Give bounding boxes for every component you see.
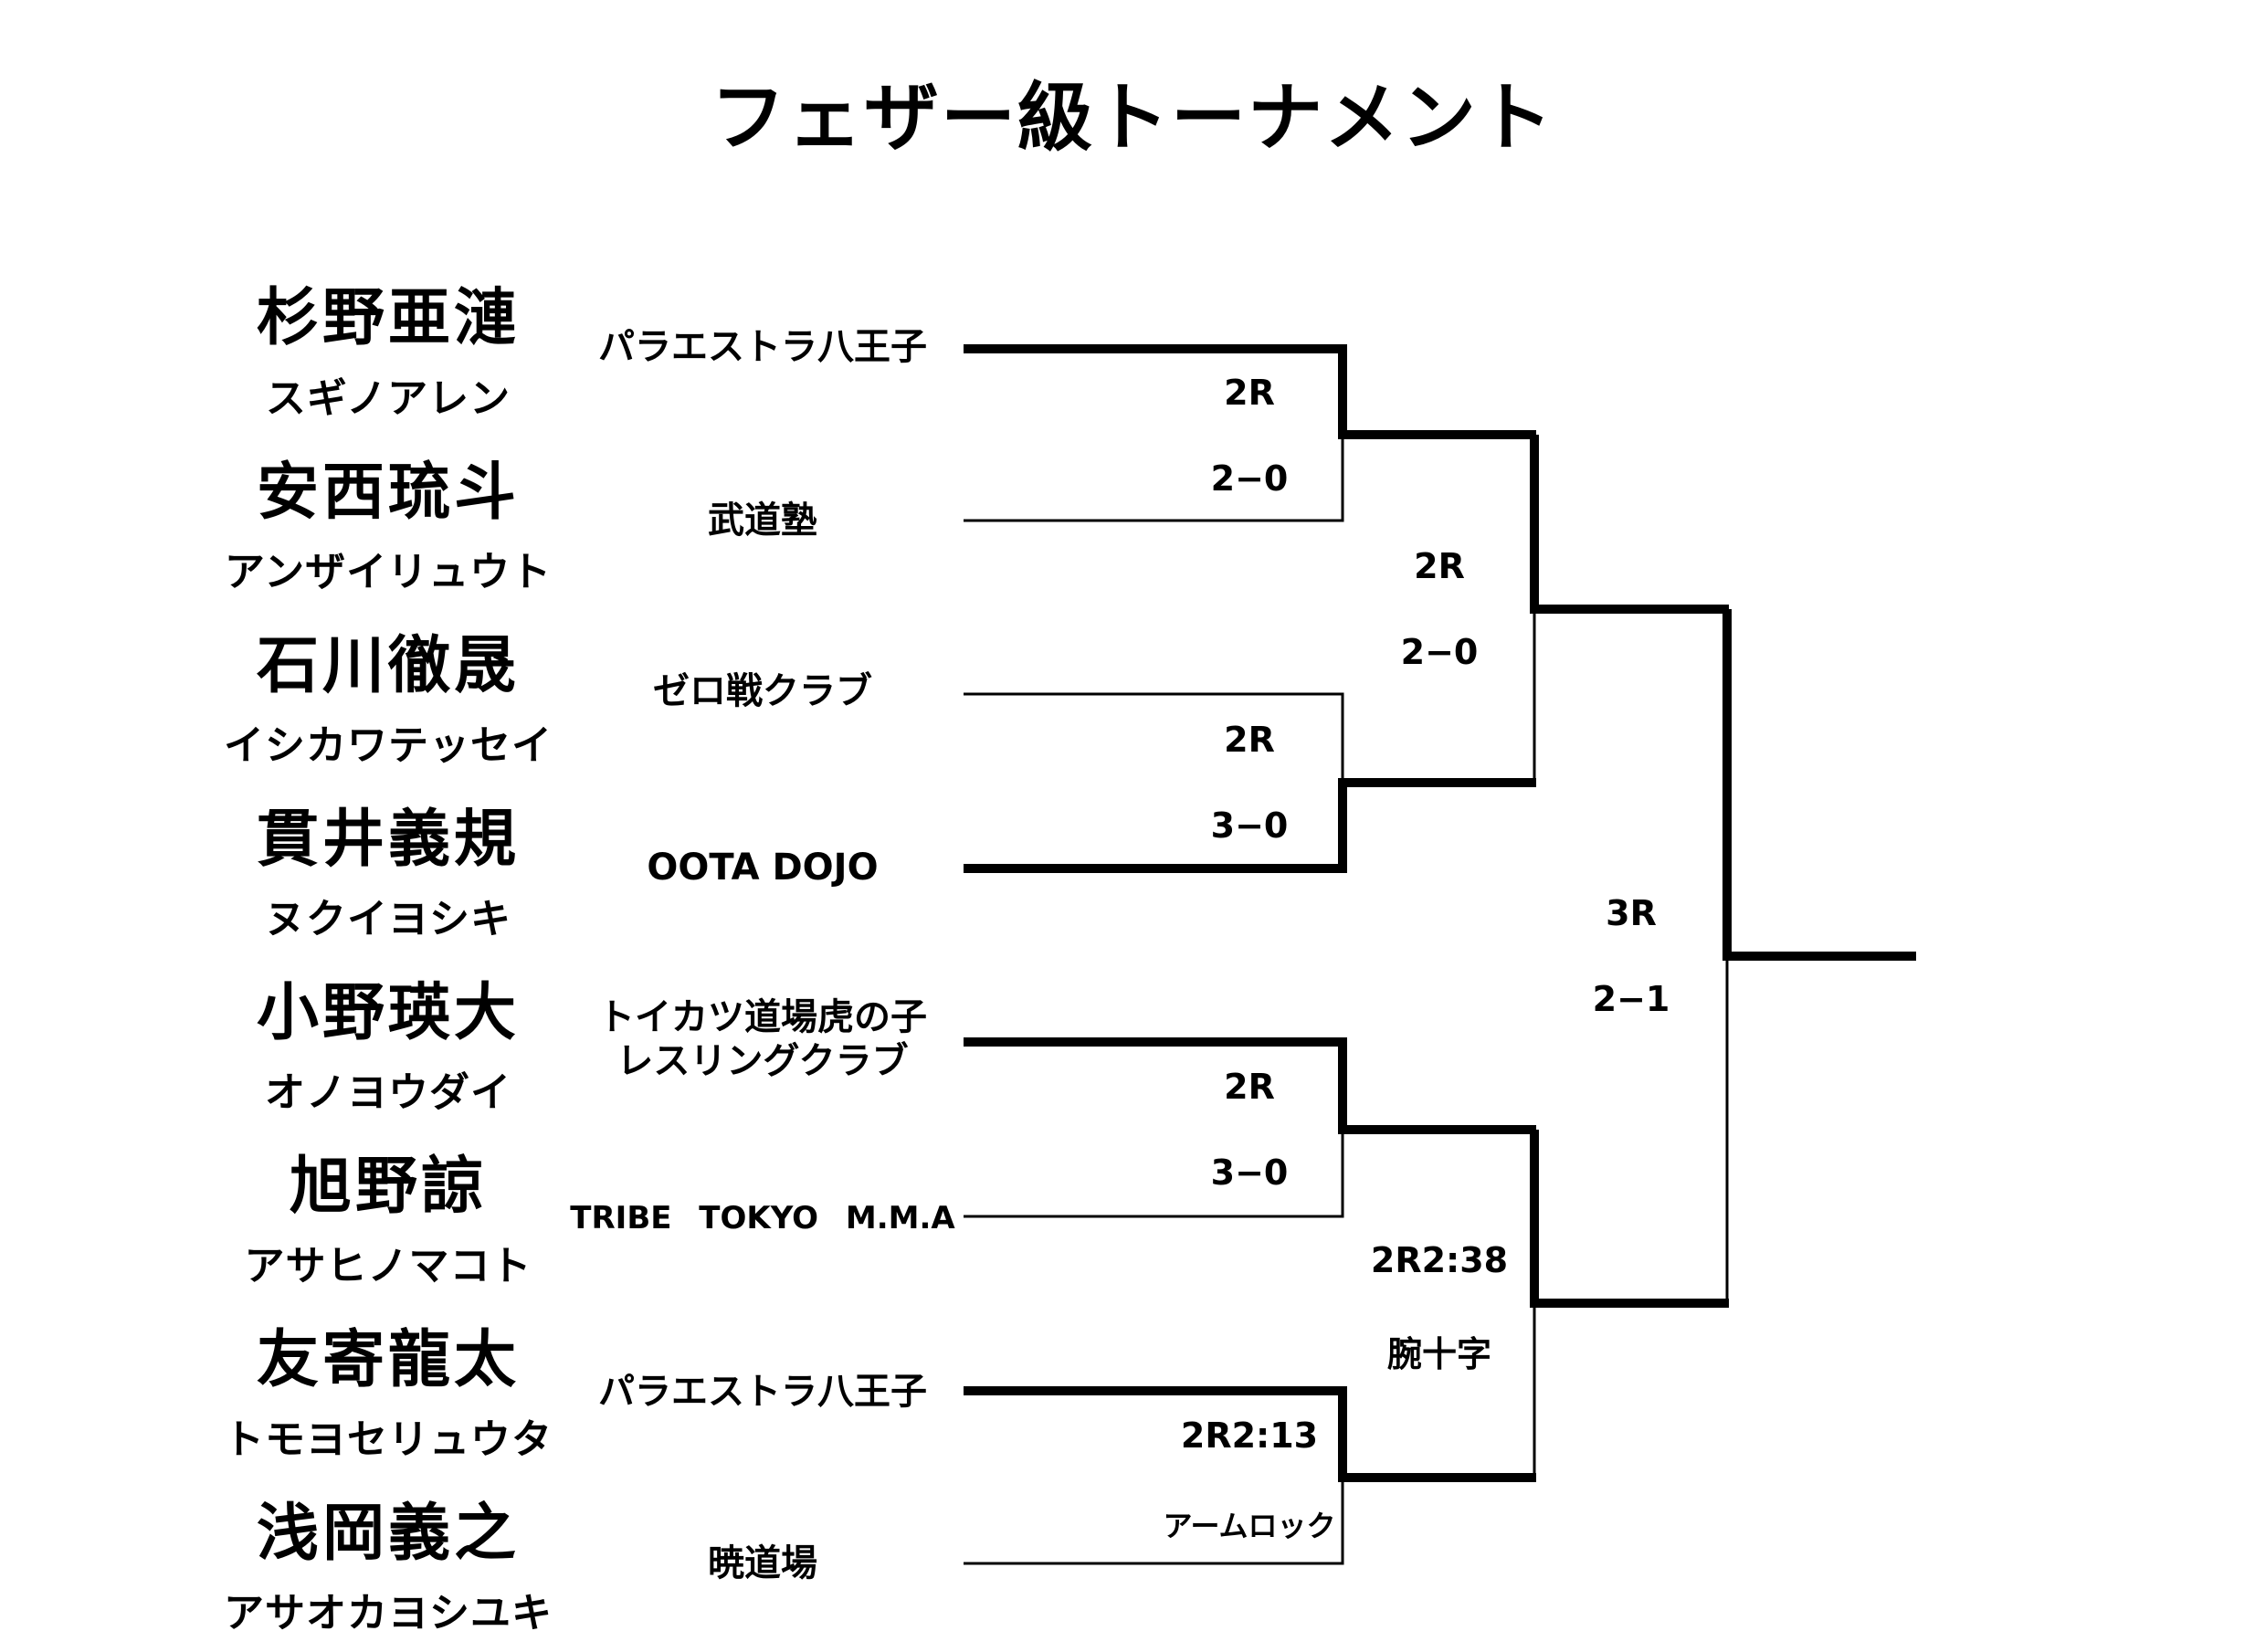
match-score: 腕十字 bbox=[1386, 1334, 1491, 1374]
competitor-kana: スギノアレン bbox=[265, 375, 511, 422]
line-q3-loser bbox=[964, 1130, 1344, 1218]
line-q4-loser bbox=[964, 1478, 1344, 1565]
competitor-name: 浅岡義之 bbox=[256, 1498, 520, 1570]
line-s1-winner bbox=[1530, 435, 1729, 614]
match-score: 2−0 bbox=[1210, 458, 1289, 499]
competitor-team: パラエストラ八王子 bbox=[598, 326, 927, 368]
competitor-kana: アサオカヨシユキ bbox=[224, 1590, 553, 1636]
competitor-team: TRIBE TOKYO M.M.A bbox=[570, 1200, 955, 1236]
competitor-name: 友寄龍太 bbox=[256, 1324, 520, 1396]
line-s2-winner bbox=[1530, 1130, 1729, 1308]
competitor-kana: イシカワテッセイ bbox=[224, 722, 553, 769]
match-round: 2R bbox=[1224, 373, 1275, 413]
competitor-name: 貫井義規 bbox=[256, 804, 520, 876]
competitor-kana: アンザイリュウト bbox=[224, 549, 553, 595]
match-score: 2−1 bbox=[1592, 979, 1670, 1019]
competitor-team: トイカツ道場虎の子 レスリングクラブ bbox=[566, 995, 959, 1083]
match-score: アームロック bbox=[1163, 1509, 1336, 1543]
page-title: フェザー級トーナメント bbox=[710, 75, 1554, 162]
match-round: 2R2:13 bbox=[1180, 1415, 1319, 1456]
competitor-team-line: トイカツ道場虎の子 bbox=[598, 996, 927, 1038]
competitor-name: 石川徹晟 bbox=[256, 630, 520, 702]
line-q2-winner bbox=[964, 778, 1536, 873]
match-score: 3−0 bbox=[1210, 1152, 1289, 1193]
competitor-team: OOTA DOJO bbox=[647, 847, 879, 889]
competitor-team: パラエストラ八王子 bbox=[598, 1371, 927, 1413]
match-round: 2R bbox=[1224, 720, 1275, 760]
line-q3-winner bbox=[964, 1037, 1536, 1134]
match-round: 2R bbox=[1224, 1067, 1275, 1107]
competitor-team: 武道塾 bbox=[708, 500, 817, 542]
line-q1-winner bbox=[964, 344, 1536, 439]
match-round: 3R bbox=[1606, 893, 1657, 933]
match-score: 3−0 bbox=[1210, 805, 1289, 846]
match-score: 2−0 bbox=[1400, 632, 1479, 672]
line-q1-loser bbox=[964, 435, 1344, 522]
match-round: 2R2:38 bbox=[1370, 1240, 1509, 1280]
competitor-name: 小野瑛大 bbox=[256, 977, 520, 1049]
competitor-team: 暁道場 bbox=[708, 1542, 817, 1584]
line-final-winner bbox=[1722, 609, 1916, 961]
competitor-team-line: レスリングクラブ bbox=[616, 1040, 909, 1082]
competitor-name: 安西琉斗 bbox=[256, 457, 520, 529]
line-q2-loser bbox=[964, 692, 1344, 783]
competitor-name: 旭野諒 bbox=[289, 1151, 487, 1223]
competitor-kana: ヌクイヨシキ bbox=[265, 896, 511, 942]
line-q4-winner bbox=[964, 1386, 1536, 1482]
match-round: 2R bbox=[1414, 546, 1465, 586]
competitor-kana: オノヨウダイ bbox=[265, 1069, 511, 1116]
competitor-name: 杉野亜漣 bbox=[256, 282, 520, 354]
competitor-kana: トモヨセリュウタ bbox=[224, 1416, 553, 1463]
competitor-kana: アサヒノマコト bbox=[244, 1243, 532, 1289]
competitor-team: ゼロ戦クラブ bbox=[653, 670, 872, 712]
